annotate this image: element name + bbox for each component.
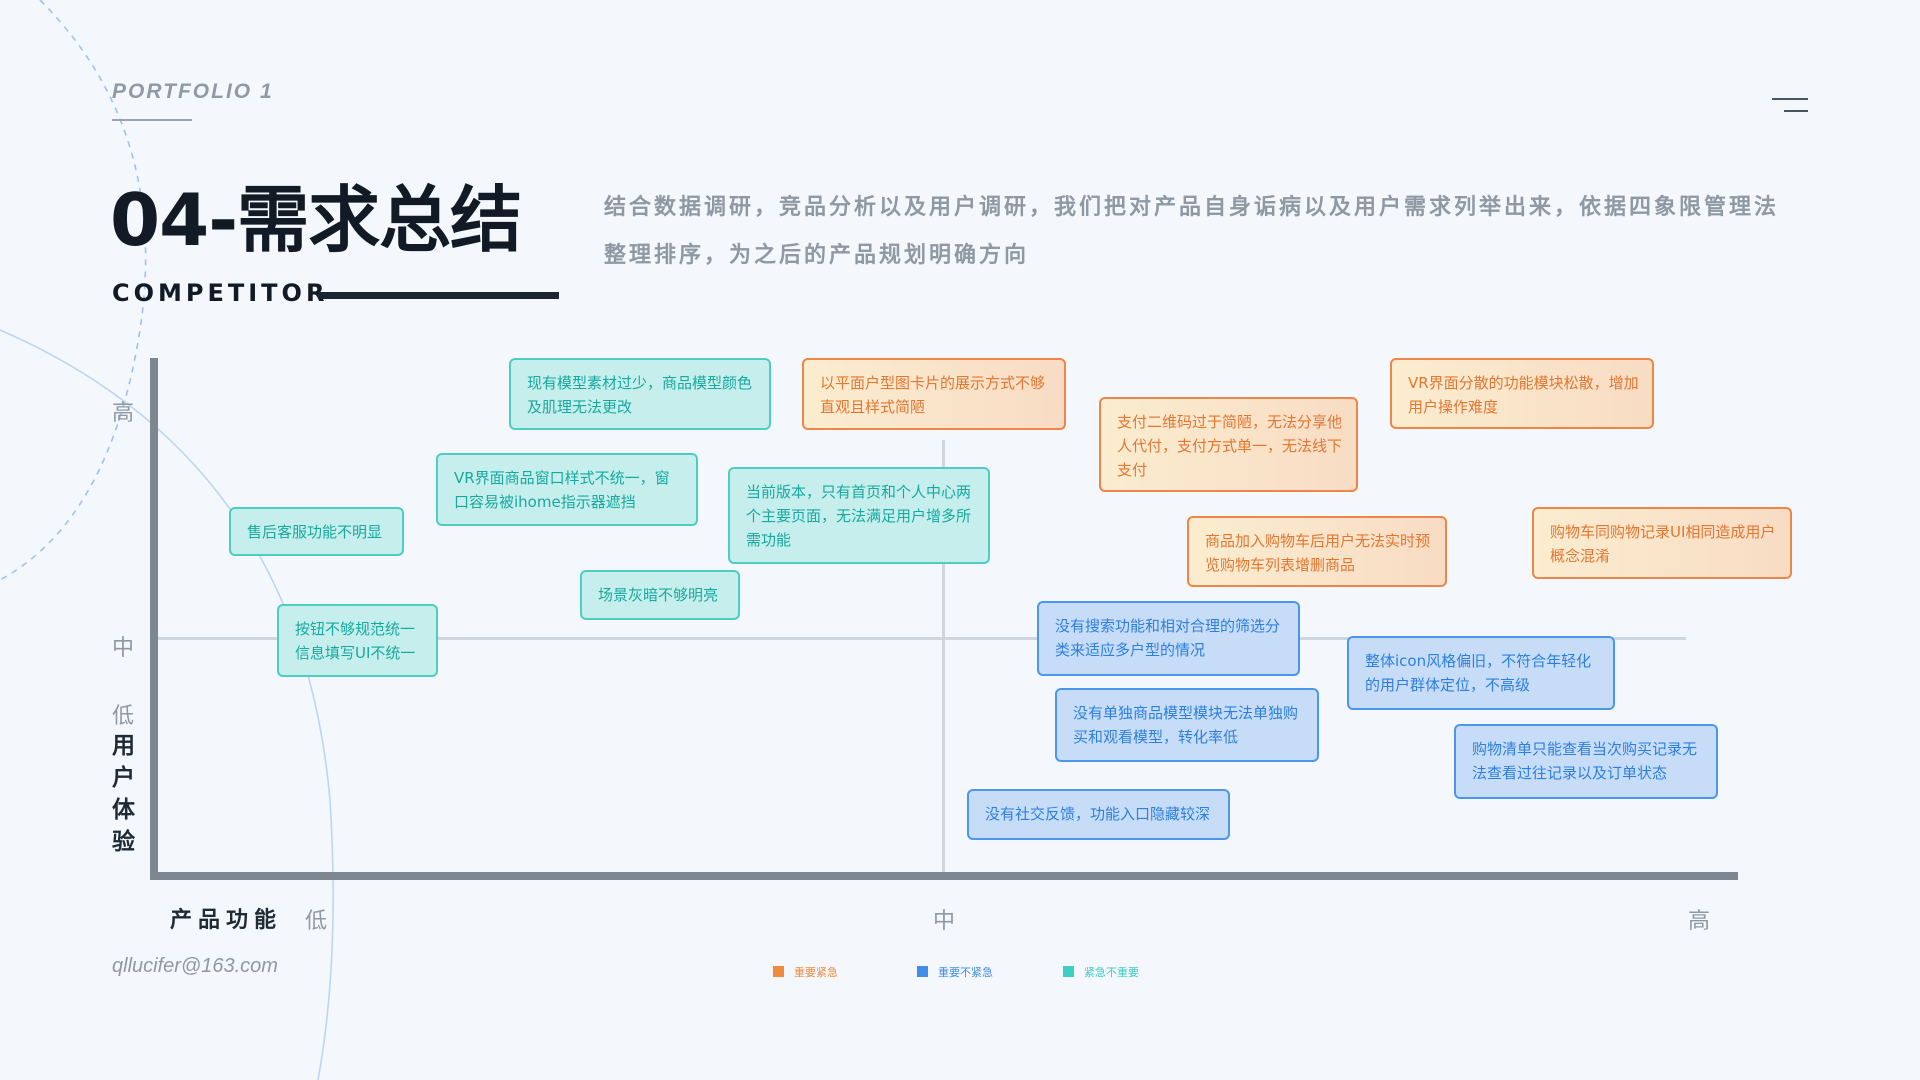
legend-swatch	[1063, 966, 1074, 977]
y-axis-title: 用户体验	[112, 733, 135, 855]
requirement-note: 现有模型素材过少，商品模型颜色及肌理无法更改	[509, 358, 771, 430]
x-axis-title: 产品功能	[170, 908, 283, 933]
legend-item-urgent-important: 重要紧急	[773, 964, 838, 980]
y-axis	[150, 358, 158, 880]
menu-icon[interactable]	[1772, 98, 1808, 114]
page-subtitle: COMPETITOR	[112, 279, 329, 307]
requirement-note: 购物车同购物记录UI相同造成用户概念混淆	[1532, 507, 1792, 579]
requirement-note: 没有社交反馈，功能入口隐藏较深	[967, 789, 1230, 840]
requirement-note: 当前版本，只有首页和个人中心两个主要页面，无法满足用户增多所需功能	[728, 467, 990, 564]
requirement-note: 商品加入购物车后用户无法实时预览购物车列表增删商品	[1187, 516, 1447, 587]
requirement-note: 购物清单只能查看当次购买记录无法查看过往记录以及订单状态	[1454, 724, 1718, 799]
portfolio-label: PORTFOLIO 1	[112, 80, 274, 103]
requirement-note: 整体icon风格偏旧，不符合年轻化的用户群体定位，不高级	[1347, 636, 1615, 710]
y-label-high: 高	[112, 401, 135, 426]
requirement-note: 按钮不够规范统一信息填写UI不统一	[277, 604, 438, 677]
requirement-note: 场景灰暗不够明亮	[580, 570, 740, 620]
legend-label: 重要不紧急	[938, 966, 993, 979]
requirement-note: 售后客服功能不明显	[229, 507, 404, 556]
requirement-note: 以平面户型图卡片的展示方式不够直观且样式简陋	[802, 358, 1066, 430]
legend-swatch	[917, 966, 928, 977]
requirement-note: 没有单独商品模型模块无法单独购买和观看模型，转化率低	[1055, 688, 1319, 762]
x-label-low: 低	[305, 909, 328, 934]
title-underline-bar	[318, 292, 559, 299]
requirement-note: VR界面分散的功能模块松散，增加用户操作难度	[1390, 358, 1654, 429]
legend-label: 紧急不重要	[1084, 966, 1139, 979]
contact-email: qllucifer@163.com	[112, 955, 278, 977]
legend-swatch	[773, 966, 784, 977]
requirement-note: VR界面商品窗口样式不统一，窗口容易被ihome指示器遮挡	[436, 453, 698, 526]
x-label-mid: 中	[933, 909, 956, 934]
legend-item-urgent-not-important: 紧急不重要	[1063, 964, 1139, 980]
x-label-high: 高	[1688, 909, 1711, 934]
intro-text: 结合数据调研，竞品分析以及用户调研，我们把对产品自身诟病以及用户需求列举出来，依…	[604, 195, 1780, 268]
requirement-note: 支付二维码过于简陋，无法分享他人代付，支付方式单一，无法线下支付	[1099, 397, 1358, 492]
requirement-note: 没有搜索功能和相对合理的筛选分类来适应多户型的情况	[1037, 601, 1300, 676]
y-label-mid: 中	[112, 636, 135, 661]
page-title: 04-需求总结	[110, 178, 522, 262]
legend-label: 重要紧急	[794, 966, 838, 979]
legend-item-important-not-urgent: 重要不紧急	[917, 964, 993, 980]
x-mid-gridline	[942, 440, 945, 876]
portfolio-underline	[112, 119, 192, 121]
y-mid-gridline	[158, 637, 1686, 640]
x-axis	[150, 872, 1738, 880]
y-label-low: 低	[112, 704, 135, 729]
